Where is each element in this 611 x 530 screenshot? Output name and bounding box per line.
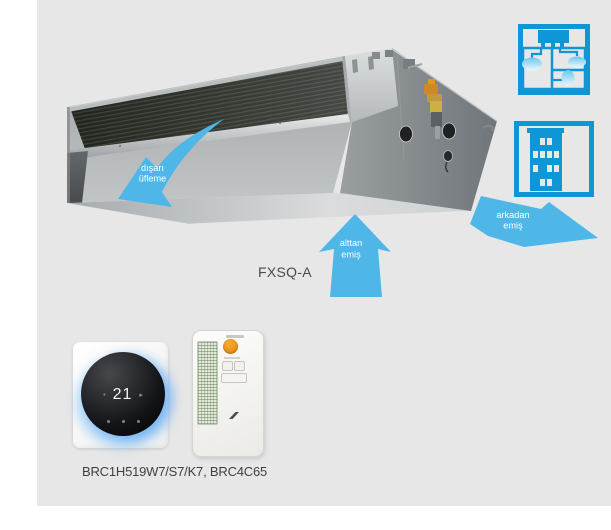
remote-button-a <box>222 361 233 371</box>
temperature-value: 21 <box>112 386 133 403</box>
daikin-logo-mark <box>229 412 239 419</box>
remote-button-b <box>234 361 245 371</box>
handheld-remote <box>192 330 264 457</box>
remote-brand-mark <box>226 335 244 338</box>
remote-power-button <box>223 339 238 354</box>
building-icon <box>514 121 594 197</box>
remote-lcd-display <box>197 341 218 425</box>
remote-mode-button <box>221 373 247 383</box>
controllers-caption: BRC1H519W7/S7/K7, BRC4C65 <box>82 464 268 479</box>
ceiling-concealed-duct-icon <box>518 24 590 95</box>
controller-touch-keys <box>81 420 165 423</box>
remote-divider <box>224 357 240 359</box>
model-label: FXSQ-A <box>258 264 312 280</box>
temp-down-marker: • <box>103 391 106 399</box>
wall-controller: • 21 ▸ <box>73 342 168 448</box>
wall-controller-display: • 21 ▸ <box>81 352 165 436</box>
temp-up-marker: ▸ <box>139 392 143 399</box>
